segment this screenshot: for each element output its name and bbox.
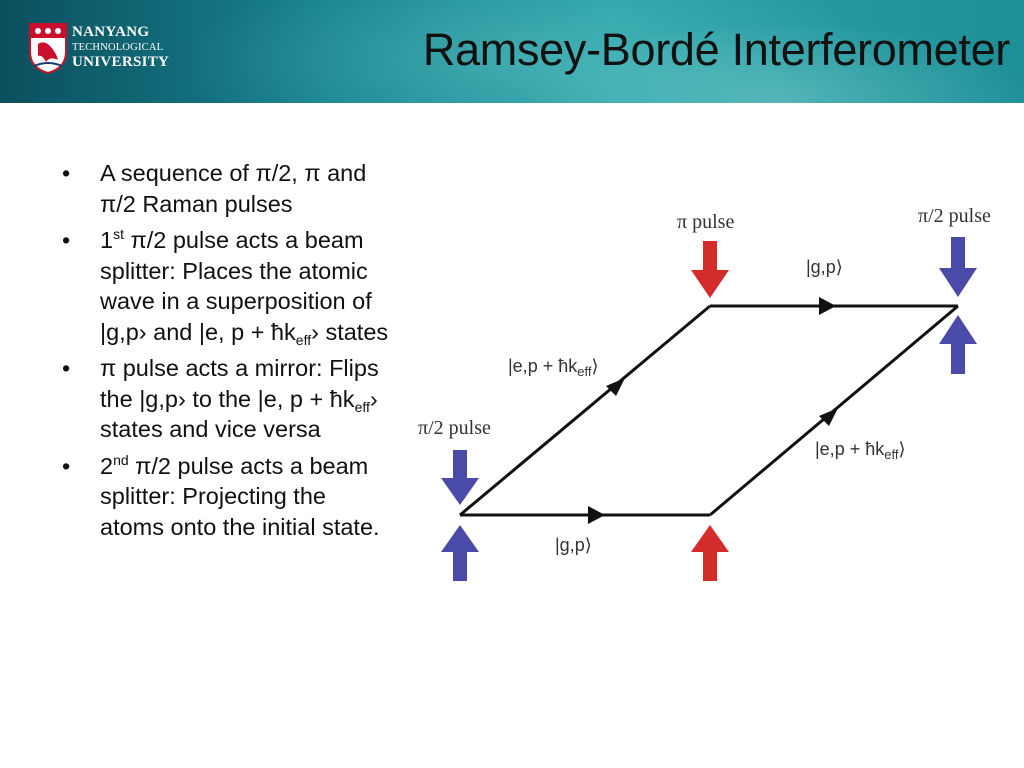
bullet-2-post: › states bbox=[311, 318, 389, 345]
label-ep-lower-right-close: ⟩ bbox=[898, 439, 905, 459]
logo-line-2: TECHNOLOGICAL bbox=[72, 42, 164, 53]
arrowhead-lower-diagonal bbox=[819, 408, 838, 426]
label-pi-pulse: π pulse bbox=[677, 211, 734, 233]
label-ep-lower-right: |e,p + ħkeff⟩ bbox=[815, 439, 905, 462]
arrowhead-bottom bbox=[588, 506, 605, 524]
logo-line-1: NANYANG bbox=[72, 24, 150, 40]
left-pi2-down-arrow-icon bbox=[441, 450, 479, 505]
label-gp-top: |g,p⟩ bbox=[806, 257, 843, 277]
bullet-2-sub: eff bbox=[295, 331, 312, 348]
bullet-item-4: • 2nd π/2 pulse acts a beam splitter: Pr… bbox=[62, 451, 392, 543]
bullet-3-sub: eff bbox=[354, 398, 370, 415]
bullet-1-text: A sequence of π/2, π and π/2 Raman pulse… bbox=[100, 160, 367, 217]
bullet-dot: • bbox=[62, 160, 71, 186]
bullet-4-pre: 2 bbox=[100, 452, 114, 479]
bullet-item-3: • π pulse acts a mirror: Flips the |g,p›… bbox=[62, 353, 392, 445]
bullet-item-1: • A sequence of π/2, π and π/2 Raman pul… bbox=[62, 158, 392, 219]
bullet-list: • A sequence of π/2, π and π/2 Raman pul… bbox=[62, 158, 392, 548]
bullet-4-sup: nd bbox=[113, 451, 129, 468]
bottom-pi-up-arrow-icon bbox=[691, 525, 729, 581]
header-wave-decoration bbox=[180, 0, 880, 103]
bullet-2-sup: st bbox=[113, 226, 124, 242]
label-ep-upper-left-eff: eff bbox=[577, 364, 592, 379]
bullet-3-post: › states and vice versa bbox=[100, 385, 378, 443]
label-ep-lower-right-eff: eff bbox=[884, 447, 899, 462]
slide-title: Ramsey-Bordé Interferometer bbox=[422, 24, 1010, 75]
bullet-2-pre: 1 bbox=[100, 227, 114, 253]
bullet-dot: • bbox=[62, 355, 71, 381]
crest-icon bbox=[29, 23, 67, 74]
bullet-2-mid: π/2 pulse acts a beam splitter: Places t… bbox=[100, 227, 372, 345]
interferometer-diagram: π pulse π/2 pulse π/2 pulse |g,p⟩ |g,p⟩ … bbox=[418, 205, 991, 581]
bullet-3-pre: π pulse acts a mirror: Flips the |g,p› t… bbox=[100, 355, 379, 412]
right-pi2-down-arrow-icon bbox=[939, 237, 977, 297]
bullet-item-2: • 1st π/2 pulse acts a beam splitter: Pl… bbox=[62, 225, 392, 347]
label-pi2-pulse-right: π/2 pulse bbox=[918, 205, 991, 227]
label-ep-upper-left-main: |e,p + ħk bbox=[508, 356, 578, 376]
bullet-dot: • bbox=[62, 452, 71, 479]
arrowhead-top bbox=[819, 297, 836, 315]
left-pi2-up-arrow-icon bbox=[441, 525, 479, 581]
header-band: NANYANG TECHNOLOGICAL UNIVERSITY Ramsey-… bbox=[0, 0, 1024, 103]
path-upper-diagonal bbox=[459, 304, 711, 517]
top-pi-down-arrow-icon bbox=[691, 241, 729, 298]
label-ep-upper-left-close: ⟩ bbox=[591, 356, 598, 376]
university-logo: NANYANG TECHNOLOGICAL UNIVERSITY bbox=[28, 22, 178, 78]
bullet-dot: • bbox=[62, 227, 71, 253]
label-ep-lower-right-main: |e,p + ħk bbox=[815, 439, 885, 459]
label-ep-upper-left: |e,p + ħkeff⟩ bbox=[508, 356, 598, 379]
logo-line-3: UNIVERSITY bbox=[72, 54, 170, 70]
right-pi2-up-arrow-icon bbox=[939, 315, 977, 374]
arrowhead-upper-diagonal bbox=[606, 378, 625, 396]
label-gp-bottom: |g,p⟩ bbox=[555, 535, 592, 555]
bullet-4-mid: π/2 pulse acts a beam splitter: Projecti… bbox=[100, 452, 380, 540]
label-pi2-pulse-left: π/2 pulse bbox=[418, 417, 491, 439]
